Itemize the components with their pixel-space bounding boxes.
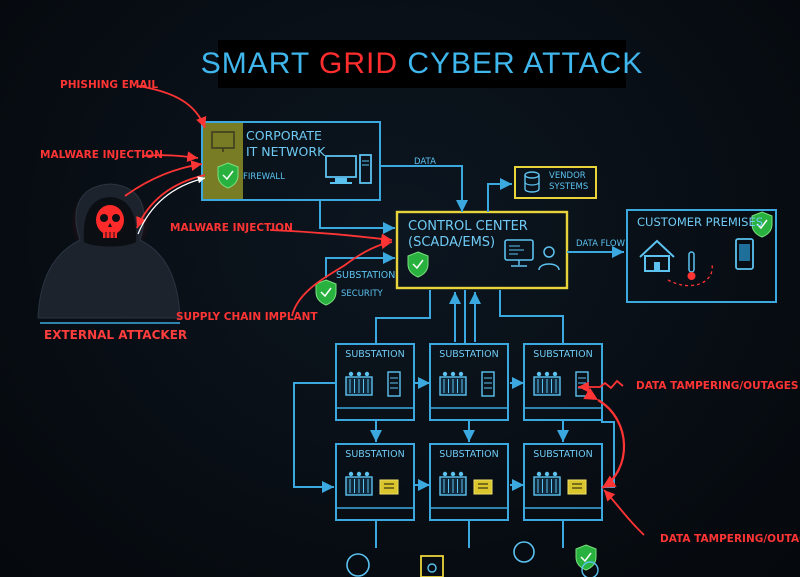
attacker-figure	[37, 182, 181, 319]
server-icon	[387, 371, 401, 397]
title-band: SMART GRID CYBER ATTACK	[201, 40, 642, 88]
control-center-title-line2: (SCADA/EMS)	[408, 235, 496, 250]
scada-monitor-icon	[504, 239, 534, 267]
phishing-email-label: PHISHING EMAIL	[60, 79, 159, 91]
server-icon	[481, 371, 495, 397]
corporate-title-line1: CORPORATE	[246, 128, 322, 143]
customer-shield-icon	[751, 211, 773, 238]
meter-module-icon	[379, 479, 399, 495]
substation-security-label-1: SUBSTATION	[336, 270, 396, 281]
control-shield-icon	[407, 251, 429, 278]
substation-label-1: SUBSTATION	[345, 349, 405, 360]
data-tampering-label-1: DATA TAMPERING/OUTAGES	[636, 380, 799, 392]
data-label: DATA	[414, 157, 436, 167]
substation-label-6: SUBSTATION	[533, 449, 593, 460]
transformer-icon	[345, 371, 373, 396]
customer-premises-box	[626, 209, 777, 303]
operator-icon	[538, 246, 560, 271]
substation-label-2: SUBSTATION	[439, 349, 499, 360]
substation-label-5: SUBSTATION	[439, 449, 499, 460]
page-title: SMART GRID CYBER ATTACK	[200, 47, 644, 80]
transformer-icon	[439, 371, 467, 396]
tampering-loop-arrow	[583, 387, 626, 489]
firewall-monitor-icon	[211, 131, 235, 152]
corporate-network-box	[201, 121, 381, 201]
house-icon	[639, 239, 675, 272]
substation-label-4: SUBSTATION	[345, 449, 405, 460]
bottom-icon-row	[346, 541, 599, 577]
supply-chain-label: SUPPLY CHAIN IMPLANT	[176, 311, 318, 323]
meter-module-icon	[567, 479, 587, 495]
meter-module-icon	[473, 479, 493, 495]
firewall-highlight	[203, 123, 243, 199]
firewall-label: FIREWALL	[243, 172, 285, 182]
server-icon	[575, 371, 589, 397]
substation-box-5	[429, 443, 509, 521]
database-icon	[524, 171, 540, 193]
transformer-icon	[345, 471, 373, 496]
thermometer-icon	[687, 251, 696, 280]
customer-premises-title: CUSTOMER PREMISES	[637, 215, 764, 229]
transformer-icon	[533, 371, 561, 396]
malware-injection-label-1: MALWARE INJECTION	[40, 149, 163, 161]
firewall-to-attacker-arrow	[136, 174, 206, 229]
attack-arrows	[124, 85, 645, 536]
skull-icon	[96, 205, 124, 238]
data-flow-label: DATA FLOW	[576, 239, 626, 249]
corporate-title-line2: IT NETWORK	[246, 144, 326, 159]
vendor-title-line1: VENDOR	[549, 171, 586, 181]
computer-icon	[325, 154, 372, 184]
substation-security-label-2: SECURITY	[341, 289, 383, 299]
substation-box-2	[429, 343, 509, 421]
control-center-box	[395, 210, 569, 290]
mobile-phone-icon	[735, 238, 754, 270]
substation-security-shield-icon	[315, 279, 337, 306]
control-center-title-line1: CONTROL CENTER	[408, 219, 528, 234]
vendor-title-line2: SYSTEMS	[549, 182, 589, 192]
vendor-systems-box	[514, 166, 597, 199]
malware-injection-label-2: MALWARE INJECTION	[170, 222, 293, 234]
transformer-icon	[439, 471, 467, 496]
attacker-to-firewall-arrow	[137, 176, 206, 235]
firewall-shield-icon	[217, 162, 239, 189]
data-tampering-label-2: DATA TAMPERING/OUTAGES	[660, 533, 800, 545]
transformer-icon	[533, 471, 561, 496]
substation-label-3: SUBSTATION	[533, 349, 593, 360]
external-attacker-label: EXTERNAL ATTACKER	[44, 328, 188, 342]
substation-box-6	[523, 443, 603, 521]
substation-box-1	[335, 343, 415, 421]
